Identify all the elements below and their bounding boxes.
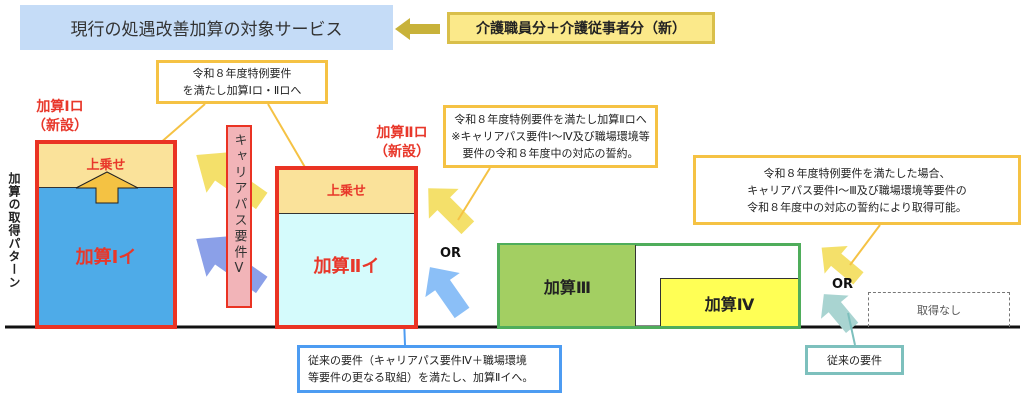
callout-line: 令和８年度特例要件 bbox=[192, 67, 292, 80]
no-acquisition-label: 取得なし bbox=[917, 304, 961, 317]
kasan-2ro-label: 加算Ⅱロ （新設） bbox=[362, 124, 442, 162]
callout-blue: 従来の要件（キャリアパス要件Ⅳ＋職場環境 等要件の更なる取組）を満たし、加算Ⅱイ… bbox=[297, 345, 562, 393]
callout-line: 要件の令和８年度中の対応の誓約。 bbox=[462, 147, 639, 160]
callout-line: ※キャリアパス要件Ⅰ～Ⅳ及び職場環境等 bbox=[451, 130, 650, 143]
yellow-arrow-3 bbox=[821, 245, 864, 285]
blue-arrow-2 bbox=[425, 267, 470, 319]
kasan-1-block: 上乗せ 加算Ⅰイ bbox=[35, 140, 177, 329]
left-arrow-icon bbox=[395, 18, 440, 40]
callout-line: 令和８年度中の対応の誓約により取得可能。 bbox=[747, 200, 967, 214]
callout-top: 令和８年度特例要件 を満たし加算Ⅰロ・Ⅱロへ bbox=[156, 60, 328, 104]
career-path-label: キャリアパス要件Ⅴ bbox=[231, 133, 247, 279]
kasan-1i-label: 加算Ⅰイ bbox=[75, 247, 137, 268]
label-line: 加算Ⅱロ bbox=[376, 125, 428, 141]
kasan-3-block: 加算Ⅲ bbox=[500, 245, 636, 326]
or-label: OR bbox=[440, 246, 462, 261]
no-acquisition-box: 取得なし bbox=[868, 292, 1010, 327]
callout-line: キャリアパス要件Ⅰ～Ⅲ及び職場環境等要件の bbox=[747, 183, 967, 197]
teal-arrow bbox=[820, 294, 859, 333]
callout-middle: 令和８年度特例要件を満たし加算Ⅱロへ ※キャリアパス要件Ⅰ～Ⅳ及び職場環境等 要… bbox=[443, 105, 658, 168]
uwanose-label: 上乗せ bbox=[326, 184, 366, 199]
yellow-arrow-2 bbox=[428, 188, 475, 235]
page-title: 現行の処遇改善加算の対象サービス bbox=[20, 5, 393, 50]
kasan-1ro-label: 加算Ⅰロ （新設） bbox=[22, 98, 98, 136]
label-line: （新設） bbox=[374, 144, 430, 160]
or-label: OR bbox=[832, 277, 854, 292]
uwanose-label: 上乗せ bbox=[86, 158, 126, 173]
up-arrow-icon bbox=[75, 171, 139, 204]
callout-line: を満たし加算Ⅰロ・Ⅱロへ bbox=[182, 84, 302, 97]
kasan-3-4-group bbox=[497, 243, 801, 329]
callout-line: 令和８年度特例要件を満たした場合、 bbox=[763, 166, 951, 180]
kasan-2i-label: 加算Ⅱイ bbox=[313, 256, 380, 277]
label-line: （新設） bbox=[32, 118, 88, 134]
uwanose-area: 上乗せ bbox=[279, 170, 414, 214]
label-line: 加算Ⅰロ bbox=[36, 99, 84, 115]
callout-right: 令和８年度特例要件を満たした場合、 キャリアパス要件Ⅰ～Ⅲ及び職場環境等要件の … bbox=[693, 155, 1021, 225]
kasan-4-block: 加算Ⅳ bbox=[660, 278, 798, 326]
career-path-5-box: キャリアパス要件Ⅴ bbox=[226, 125, 252, 308]
kasan-2-block: 上乗せ 加算Ⅱイ bbox=[275, 166, 418, 329]
kasan-4-label: 加算Ⅳ bbox=[704, 294, 755, 314]
axis-label: 加算の取得パターン bbox=[7, 172, 21, 289]
target-services-box: 介護職員分＋介護従事者分（新） bbox=[447, 12, 715, 44]
callout-line: 従来の要件 bbox=[827, 353, 882, 367]
callout-line: 令和８年度特例要件を満たし加算Ⅱロへ bbox=[454, 113, 647, 126]
kasan-3-label: 加算Ⅲ bbox=[543, 277, 592, 297]
callout-teal: 従来の要件 bbox=[805, 345, 904, 375]
callout-line: 従来の要件（キャリアパス要件Ⅳ＋職場環境 bbox=[308, 354, 527, 367]
callout-line: 等要件の更なる取組）を満たし、加算Ⅱイへ。 bbox=[308, 371, 534, 384]
